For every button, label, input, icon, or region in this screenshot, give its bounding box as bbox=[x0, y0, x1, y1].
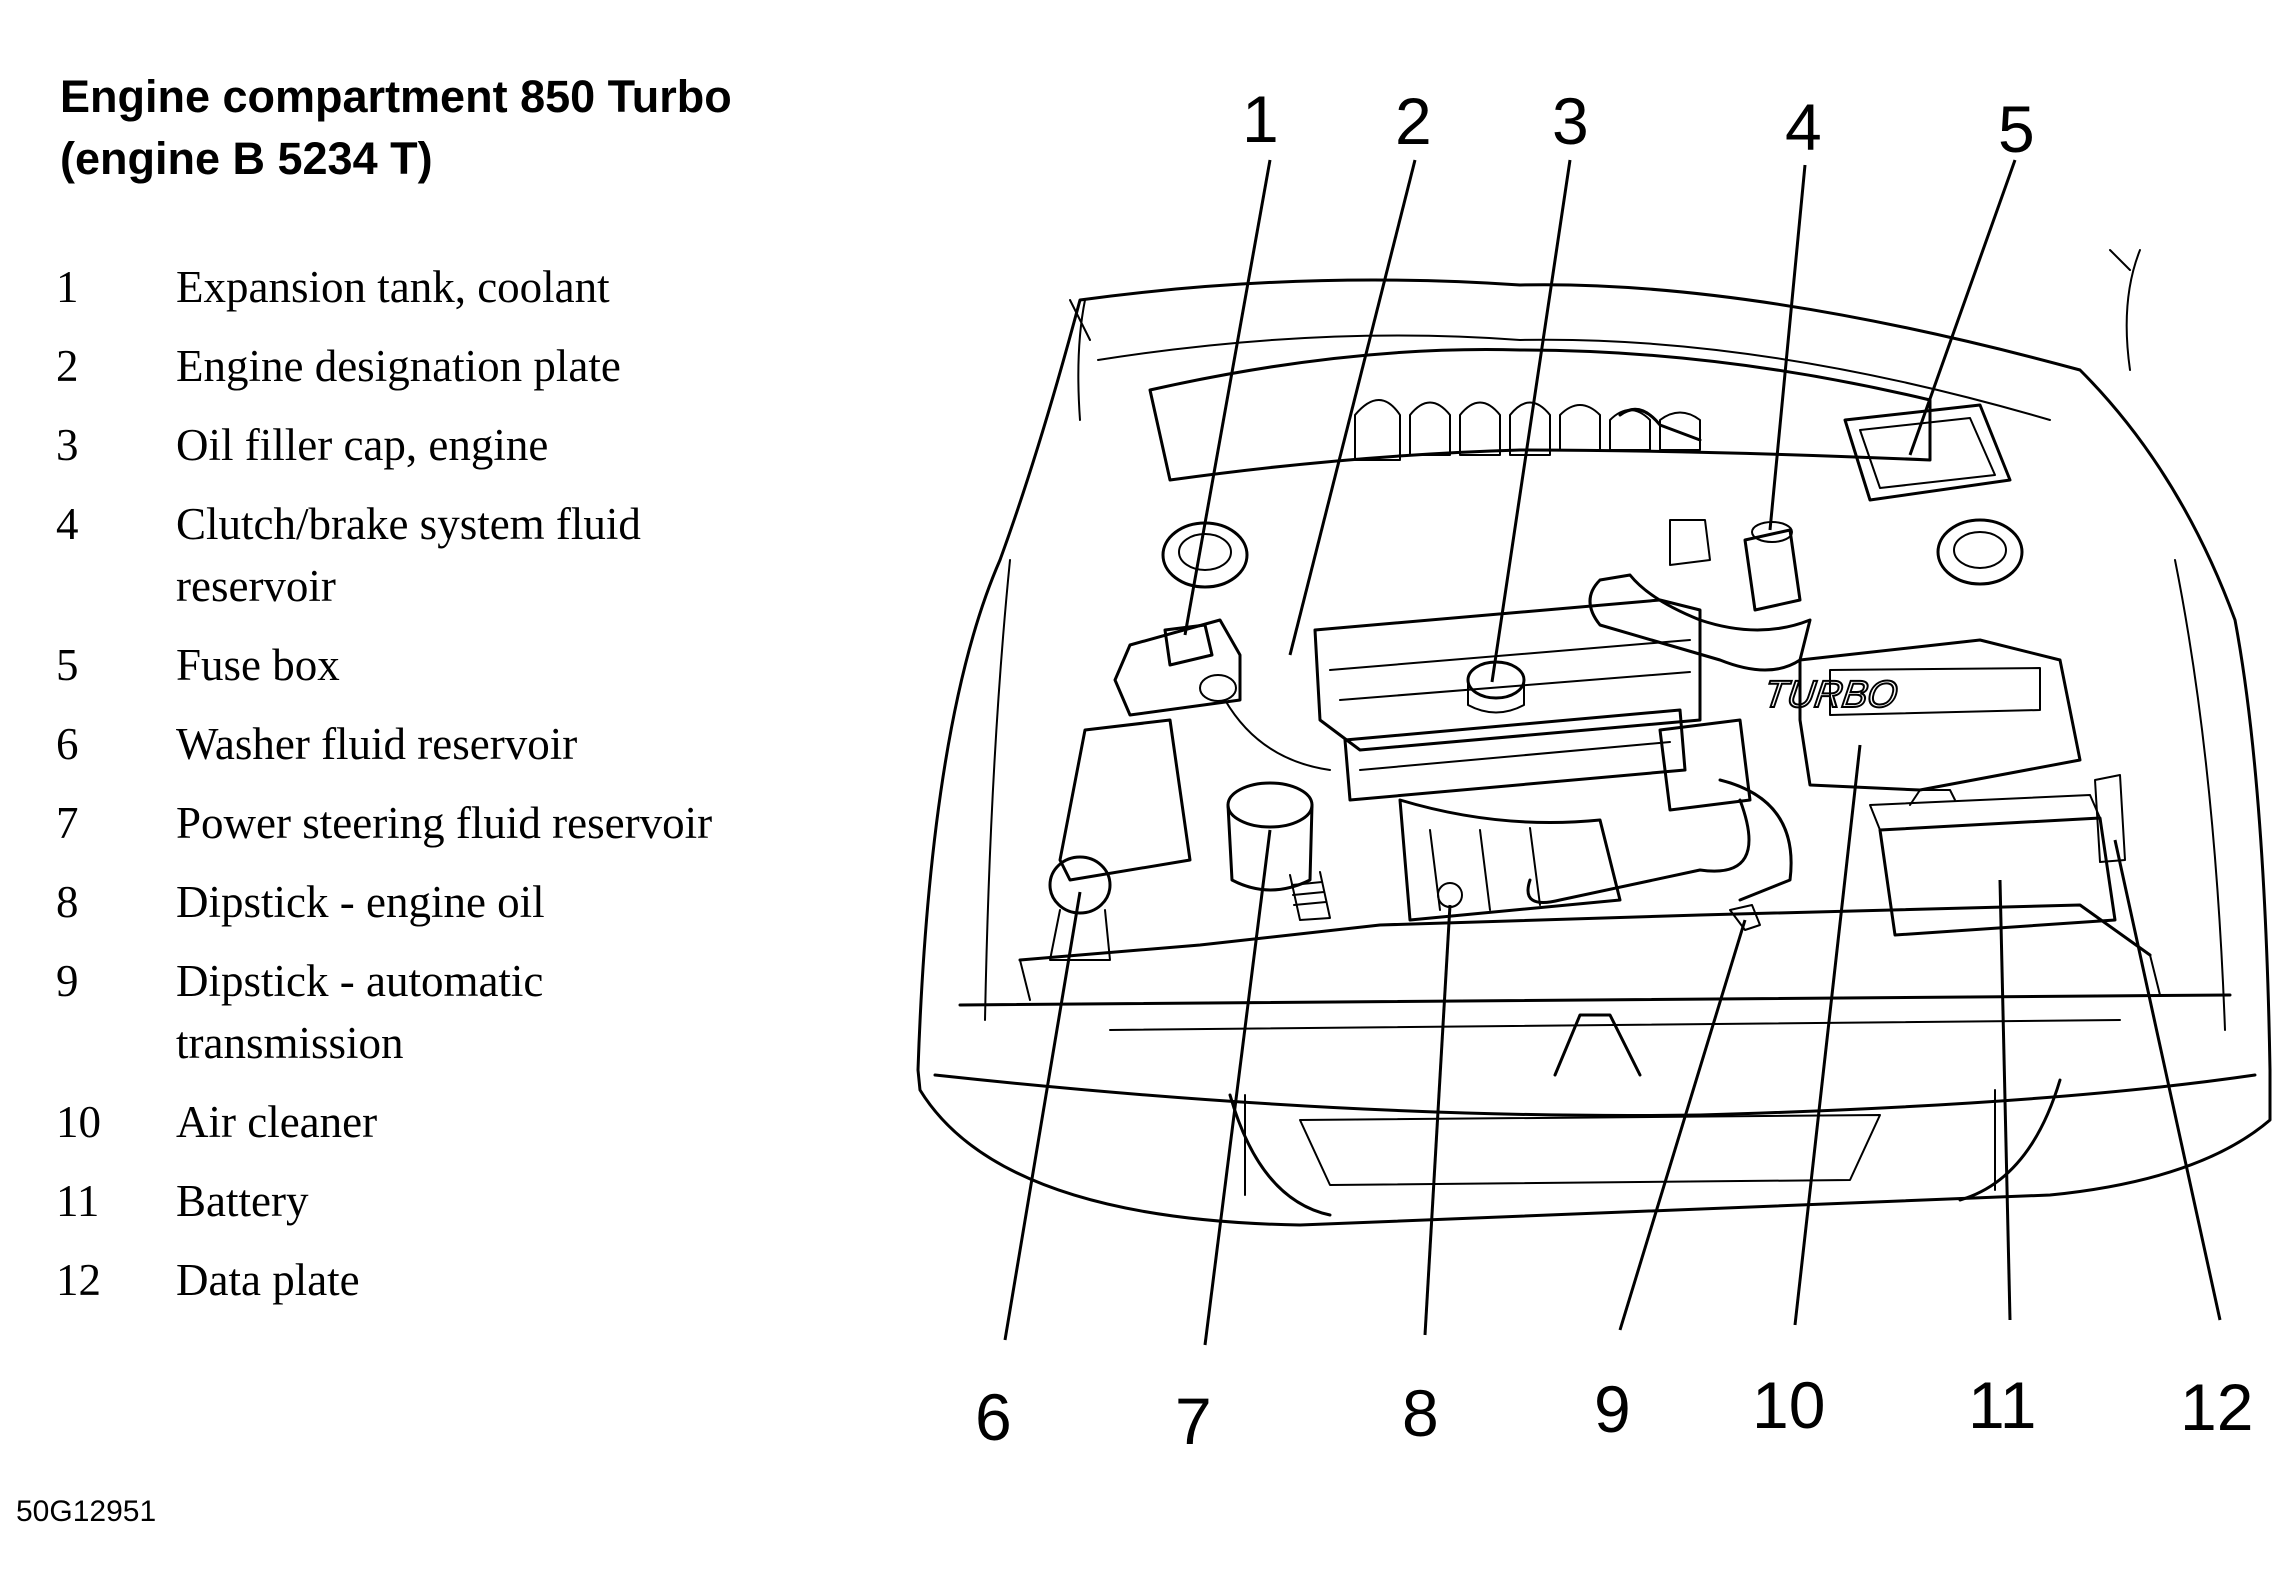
leader-line bbox=[1423, 904, 1452, 1336]
data-plate bbox=[2094, 774, 2126, 863]
callout-4: 4 bbox=[1785, 90, 1822, 164]
leader-line bbox=[1618, 919, 1747, 1331]
legend-number: 1 bbox=[56, 262, 79, 312]
legend-label: Battery bbox=[176, 1176, 309, 1226]
legend-item-5: 5 Fuse box bbox=[56, 634, 856, 696]
legend-label: Dipstick - automatic transmission bbox=[176, 956, 544, 1068]
strut-tower-left bbox=[1161, 521, 1249, 589]
legend-label: Washer fluid reservoir bbox=[176, 719, 578, 769]
callout-10: 10 bbox=[1752, 1368, 1825, 1442]
callout-3: 3 bbox=[1552, 84, 1589, 158]
callout-2: 2 bbox=[1395, 84, 1432, 158]
figure-id: 50G12951 bbox=[16, 1495, 157, 1528]
leader-line bbox=[1793, 744, 1862, 1326]
callout-numbers: 1 2 3 4 5 6 7 8 9 10 11 12 bbox=[975, 82, 2253, 1458]
leader-line bbox=[1183, 159, 1272, 636]
legend-item-10: 10 Air cleaner bbox=[56, 1091, 856, 1153]
legend-number: 12 bbox=[56, 1255, 101, 1305]
callout-9: 9 bbox=[1594, 1372, 1631, 1446]
battery bbox=[1869, 789, 2117, 937]
legend-number: 3 bbox=[56, 420, 79, 470]
cowl-vents bbox=[1148, 348, 1932, 482]
car-body-outline bbox=[916, 249, 2272, 1227]
legend-item-4: 4 Clutch/brake system fluid reservoir bbox=[56, 493, 856, 617]
legend-item-3: 3 Oil filler cap, engine bbox=[56, 414, 856, 476]
legend-number: 6 bbox=[56, 719, 79, 769]
legend-item-7: 7 Power steering fluid reservoir bbox=[56, 792, 856, 854]
engine-block bbox=[1313, 598, 1702, 922]
power-steering-reservoir bbox=[1226, 781, 1331, 921]
title-line-1: Engine compartment 850 Turbo bbox=[60, 71, 732, 122]
legend-label: Fuse box bbox=[176, 640, 340, 690]
expansion-tank bbox=[1113, 618, 1331, 771]
parts-legend: 1 Expansion tank, coolant 2 Engine designa… bbox=[56, 256, 856, 1328]
leader-lines bbox=[1003, 159, 2222, 1346]
title-line-2: (engine B 5234 T) bbox=[60, 133, 433, 184]
legend-number: 11 bbox=[56, 1176, 100, 1226]
legend-item-8: 8 Dipstick - engine oil bbox=[56, 871, 856, 933]
legend-item-6: 6 Washer fluid reservoir bbox=[56, 713, 856, 775]
callout-1: 1 bbox=[1242, 82, 1279, 156]
callout-8: 8 bbox=[1402, 1376, 1439, 1450]
leader-line bbox=[1998, 879, 2012, 1321]
legend-item-9: 9 Dipstick - automatic transmission bbox=[56, 950, 856, 1074]
legend-number: 8 bbox=[56, 877, 79, 927]
legend-number: 2 bbox=[56, 341, 79, 391]
legend-label: Dipstick - engine oil bbox=[176, 877, 545, 927]
legend-label: Air cleaner bbox=[176, 1097, 378, 1147]
legend-item-12: 12 Data plate bbox=[56, 1249, 856, 1311]
callout-7: 7 bbox=[1175, 1384, 1212, 1458]
legend-number: 9 bbox=[56, 956, 79, 1006]
callout-5: 5 bbox=[1998, 92, 2035, 166]
legend-number: 7 bbox=[56, 798, 79, 848]
turbo-label: TURBO bbox=[1761, 673, 1900, 716]
radiator-support bbox=[1018, 774, 2161, 1001]
leader-line bbox=[1490, 159, 1572, 683]
dipstick-handle bbox=[1437, 882, 1463, 908]
legend-number: 10 bbox=[56, 1097, 101, 1147]
legend-label: Expansion tank, coolant bbox=[176, 262, 610, 312]
callout-6: 6 bbox=[975, 1380, 1012, 1454]
diagram-title: Engine compartment 850 Turbo (engine B 5… bbox=[60, 66, 900, 190]
legend-number: 4 bbox=[56, 499, 79, 549]
legend-label: Clutch/brake system fluid reservoir bbox=[176, 499, 641, 611]
legend-item-11: 11 Battery bbox=[56, 1170, 856, 1232]
dipstick-handle bbox=[1729, 904, 1761, 931]
legend-item-2: 2 Engine designation plate bbox=[56, 335, 856, 397]
legend-label: Power steering fluid reservoir bbox=[176, 798, 713, 848]
intake-pipes bbox=[1526, 573, 1812, 904]
legend-label: Data plate bbox=[176, 1255, 360, 1305]
leader-line bbox=[1003, 891, 1082, 1341]
leader-line bbox=[1908, 159, 2017, 456]
leader-line bbox=[1288, 159, 1417, 656]
legend-label: Oil filler cap, engine bbox=[176, 420, 549, 470]
strut-tower-right bbox=[1936, 518, 2024, 586]
legend-item-1: 1 Expansion tank, coolant bbox=[56, 256, 856, 318]
washer-fluid-reservoir bbox=[1048, 718, 1192, 961]
legend-number: 5 bbox=[56, 640, 79, 690]
brake-fluid-reservoir bbox=[1669, 519, 1802, 612]
callout-11: 11 bbox=[1968, 1368, 2037, 1442]
leader-line bbox=[2113, 839, 2222, 1321]
leader-line bbox=[1203, 829, 1272, 1346]
callout-12: 12 bbox=[2180, 1370, 2253, 1444]
leader-line bbox=[1768, 164, 1807, 531]
fuse-box bbox=[1843, 403, 2012, 502]
air-cleaner: TURBO bbox=[1760, 638, 2082, 792]
legend-label: Engine designation plate bbox=[176, 341, 621, 391]
